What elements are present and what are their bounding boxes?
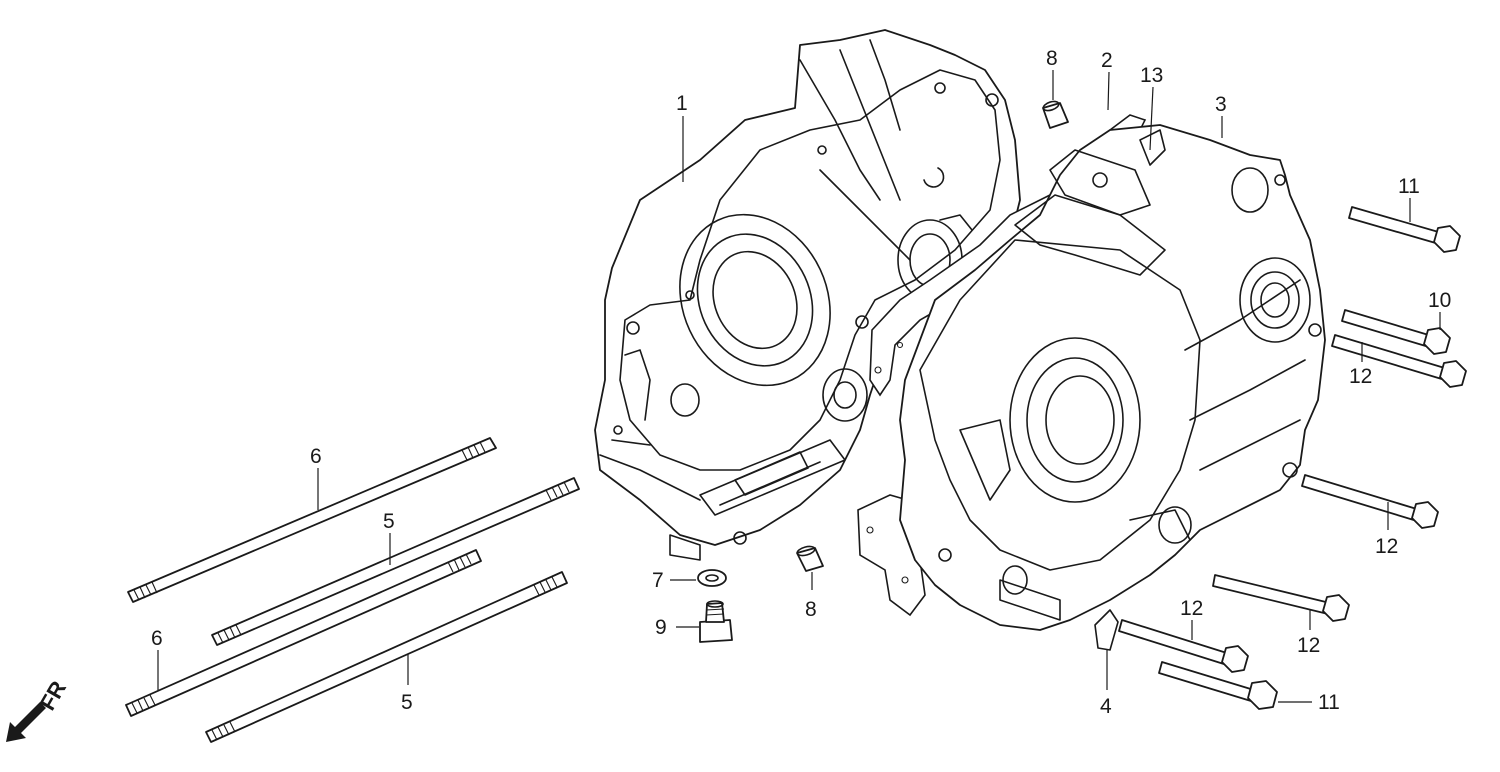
dowel-pin-upper bbox=[1042, 100, 1069, 129]
callout-8-lower: 8 bbox=[805, 598, 817, 621]
callout-6-upper: 6 bbox=[310, 445, 322, 468]
callout-12-d: 12 bbox=[1180, 597, 1203, 620]
sealing-washer bbox=[697, 569, 727, 587]
front-arrow-icon bbox=[6, 702, 46, 742]
callout-5-lower: 5 bbox=[401, 691, 413, 714]
flange-bolt-12-c bbox=[1212, 574, 1350, 622]
right-crankcase-half bbox=[899, 124, 1326, 651]
callout-12-c: 12 bbox=[1297, 634, 1320, 657]
callout-5-upper: 5 bbox=[383, 510, 395, 533]
leader-lines bbox=[157, 70, 1441, 703]
left-crankcase-half bbox=[594, 29, 1021, 561]
part-callouts: 1 2 13 3 8 8 7 9 4 11 10 12 12 12 12 11 … bbox=[151, 47, 1451, 718]
callout-3: 3 bbox=[1215, 93, 1227, 116]
stud-bolt-6-upper bbox=[127, 437, 497, 603]
dowel-pin-lower bbox=[796, 545, 824, 572]
callout-11-upper: 11 bbox=[1398, 175, 1420, 198]
callout-6-lower: 6 bbox=[151, 627, 163, 650]
flange-bolt-11-upper bbox=[1348, 206, 1461, 253]
stud-bolt-6-lower bbox=[125, 549, 482, 717]
flange-bolt-10 bbox=[1341, 309, 1451, 355]
stud-bolt-5-lower bbox=[205, 571, 568, 743]
flange-bolt-12-b bbox=[1301, 474, 1439, 529]
callout-7: 7 bbox=[652, 569, 664, 592]
callout-4: 4 bbox=[1100, 695, 1112, 718]
drain-bolt bbox=[699, 600, 733, 643]
flange-bolt-12-d bbox=[1118, 619, 1249, 673]
callout-13: 13 bbox=[1140, 64, 1163, 87]
flange-bolt-12-a bbox=[1331, 334, 1467, 388]
callout-1: 1 bbox=[676, 92, 688, 115]
callout-8-upper: 8 bbox=[1046, 47, 1058, 70]
callout-2: 2 bbox=[1101, 49, 1113, 72]
callout-12-b: 12 bbox=[1375, 535, 1398, 558]
callout-9: 9 bbox=[655, 616, 667, 639]
flange-bolt-11-lower bbox=[1158, 661, 1278, 710]
callout-11-lower: 11 bbox=[1318, 691, 1340, 714]
front-direction-marker: FR bbox=[6, 677, 71, 742]
stud-bolt-5-upper bbox=[211, 477, 580, 646]
callout-10: 10 bbox=[1428, 289, 1451, 312]
callout-12-a: 12 bbox=[1349, 365, 1372, 388]
